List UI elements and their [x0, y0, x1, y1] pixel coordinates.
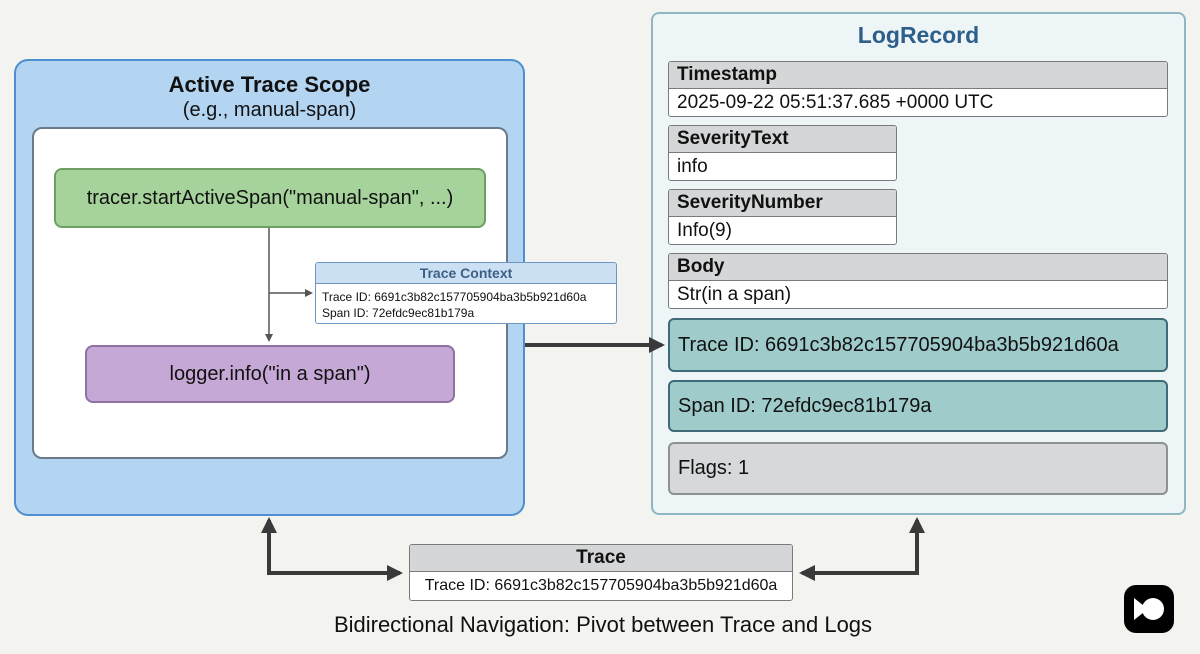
trace-title: Trace: [410, 545, 792, 572]
timestamp-value: 2025-09-22 05:51:37.685 +0000 UTC: [677, 92, 994, 113]
severity-text-label: SeverityText: [669, 126, 896, 153]
trace-context-title: Trace Context: [316, 263, 616, 284]
log-trace-arrow: [799, 531, 919, 581]
body-label: Body: [669, 254, 1167, 281]
timestamp-label: Timestamp: [669, 62, 1167, 89]
trace-box: Trace Trace ID: 6691c3b82c157705904ba3b5…: [409, 544, 793, 601]
trace-context-span-id: Span ID: 72efdc9ec81b179a: [322, 306, 475, 320]
trace-context-box: Trace Context Trace ID: 6691c3b82c157705…: [315, 262, 617, 324]
timestamp-field: Timestamp 2025-09-22 05:51:37.685 +0000 …: [668, 61, 1168, 117]
log-span-id-text: Span ID: 72efdc9ec81b179a: [678, 394, 932, 417]
trace-context-trace-id: Trace ID: 6691c3b82c157705904ba3b5b921d6…: [322, 290, 587, 304]
log-record-title: LogRecord: [857, 22, 980, 48]
scope-trace-arrow: [267, 531, 403, 581]
severity-number-label: SeverityNumber: [669, 190, 896, 217]
log-span-id: Span ID: 72efdc9ec81b179a: [668, 380, 1168, 432]
body-value: Str(in a span): [677, 284, 792, 305]
diagram-caption: Bidirectional Navigation: Pivot between …: [333, 612, 873, 637]
severity-number-value: Info(9): [677, 220, 732, 241]
severity-text-value: info: [677, 156, 708, 177]
log-trace-id-text: Trace ID: 6691c3b82c157705904ba3b5b921d6…: [678, 333, 1119, 356]
trace-id-value: Trace ID: 6691c3b82c157705904ba3b5b921d6…: [424, 577, 778, 594]
app-logo-icon: [1124, 585, 1174, 633]
start-active-span-node: tracer.startActiveSpan("manual-span", ..…: [54, 168, 486, 228]
logger-info-node: logger.info("in a span"): [85, 345, 455, 403]
body-field: Body Str(in a span): [668, 253, 1168, 309]
severity-text-field: SeverityText info: [668, 125, 897, 181]
logger-info-label: logger.info("in a span"): [169, 362, 371, 385]
scope-subtitle: (e.g., manual-span): [182, 99, 357, 121]
scope-title: Active Trace Scope: [168, 72, 371, 97]
severity-number-field: SeverityNumber Info(9): [668, 189, 897, 245]
log-flags: Flags: 1: [668, 442, 1168, 495]
log-trace-id: Trace ID: 6691c3b82c157705904ba3b5b921d6…: [668, 318, 1168, 372]
start-active-span-label: tracer.startActiveSpan("manual-span", ..…: [86, 186, 454, 209]
log-flags-text: Flags: 1: [678, 457, 750, 479]
